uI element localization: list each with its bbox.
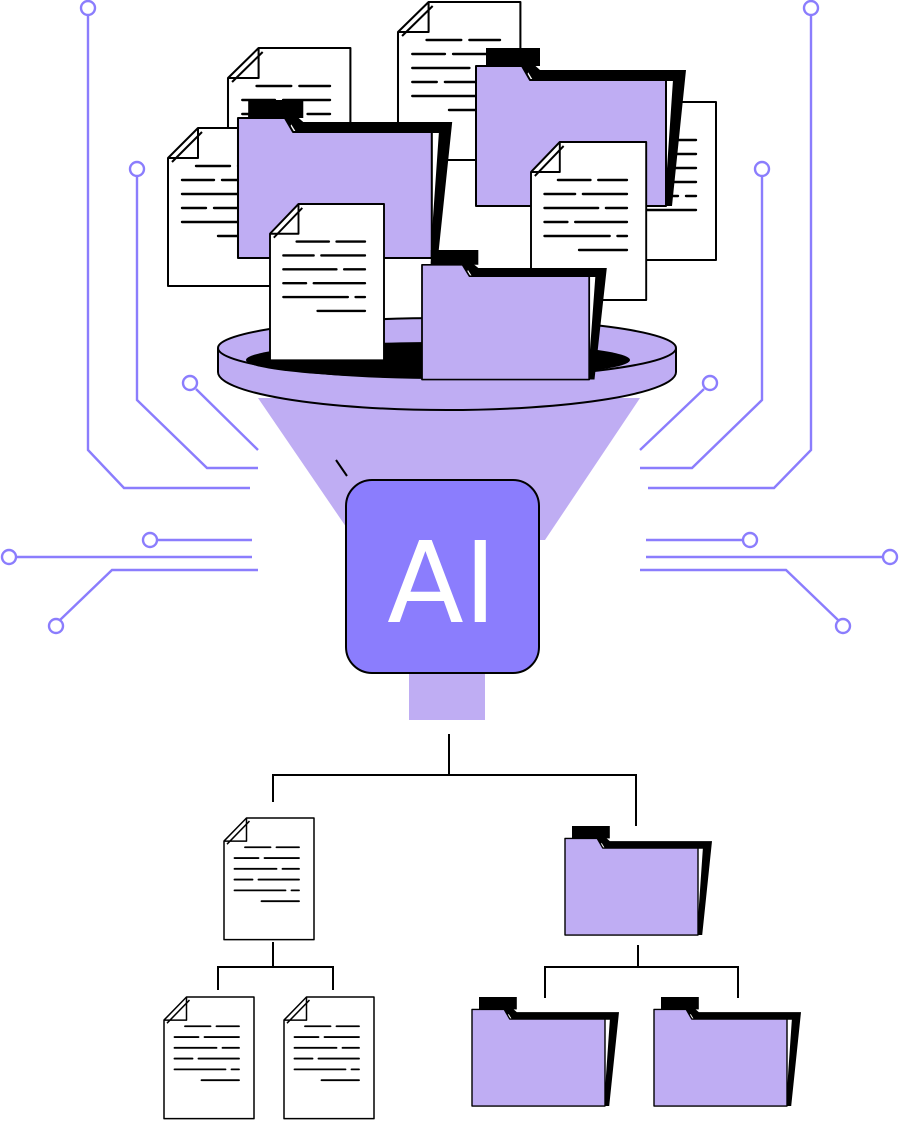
circuit-lines-right	[639, 15, 883, 621]
folder-icon	[471, 996, 620, 1107]
folder-icon	[653, 996, 802, 1107]
ai-label: AI	[387, 519, 497, 649]
ai-processor: AI	[345, 479, 540, 674]
document-icon	[163, 996, 255, 1120]
circuit-nodes-left	[0, 0, 199, 635]
circuit-lines-left	[16, 15, 259, 621]
output-tree-lines	[217, 734, 739, 998]
folder-icon	[421, 249, 608, 381]
circuit-nodes-right	[701, 0, 899, 635]
document-icon	[223, 817, 315, 941]
funnel-spout	[409, 668, 485, 720]
document-icon	[268, 202, 386, 362]
document-icon	[283, 996, 375, 1120]
folder-icon	[564, 825, 713, 936]
output-documents	[163, 817, 375, 1120]
